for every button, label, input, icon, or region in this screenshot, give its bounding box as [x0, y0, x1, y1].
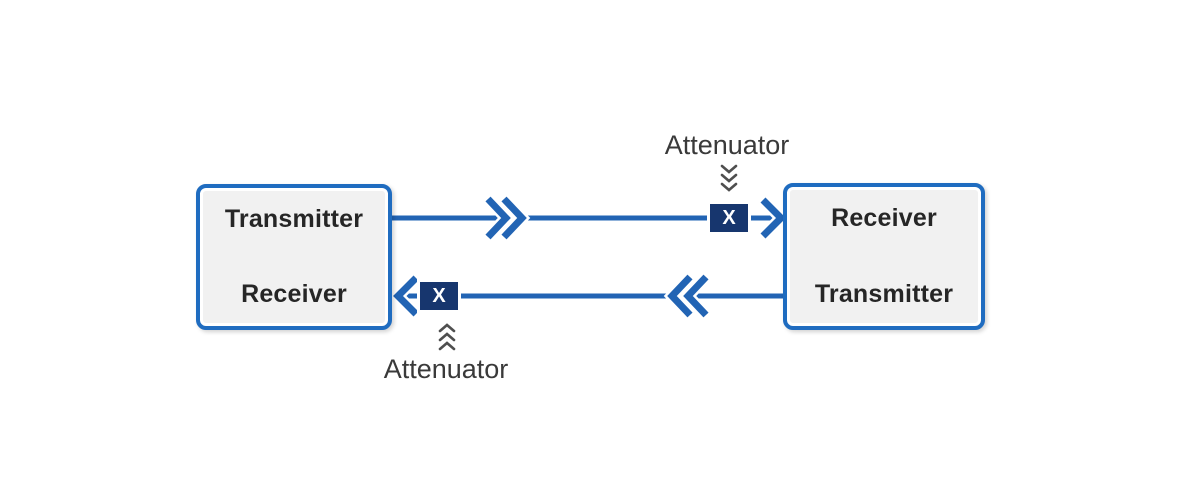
- top-direction-chevron-icon: [485, 196, 511, 240]
- top-attenuator-chip: X: [710, 204, 748, 232]
- bottom-direction-chevron-icon: [683, 274, 709, 318]
- bottom-attenuator-pointer-icon: [438, 323, 456, 351]
- bottom-direction-chevron-icon: [667, 274, 693, 318]
- right-device-top-label: Receiver: [831, 204, 937, 232]
- right-device-bottom-label: Transmitter: [814, 280, 954, 308]
- left-device-top-label: Transmitter: [224, 205, 364, 233]
- left-device-bottom-label: Receiver: [241, 280, 347, 308]
- bottom-attenuator-chip: X: [420, 282, 458, 310]
- top-direction-chevron-icon: [501, 196, 527, 240]
- attenuator-x-icon: X: [432, 285, 446, 307]
- top-arrowhead-right-icon: [760, 197, 786, 239]
- top-attenuator-label: Attenuator: [664, 130, 790, 160]
- left-device-box: Transmitter Receiver: [196, 184, 392, 330]
- bottom-attenuator-label: Attenuator: [383, 354, 509, 384]
- right-device-box: Receiver Transmitter: [783, 183, 985, 330]
- top-attenuator-pointer-icon: [720, 164, 738, 192]
- attenuator-x-icon: X: [722, 207, 736, 229]
- bottom-arrowhead-left-icon: [393, 275, 419, 317]
